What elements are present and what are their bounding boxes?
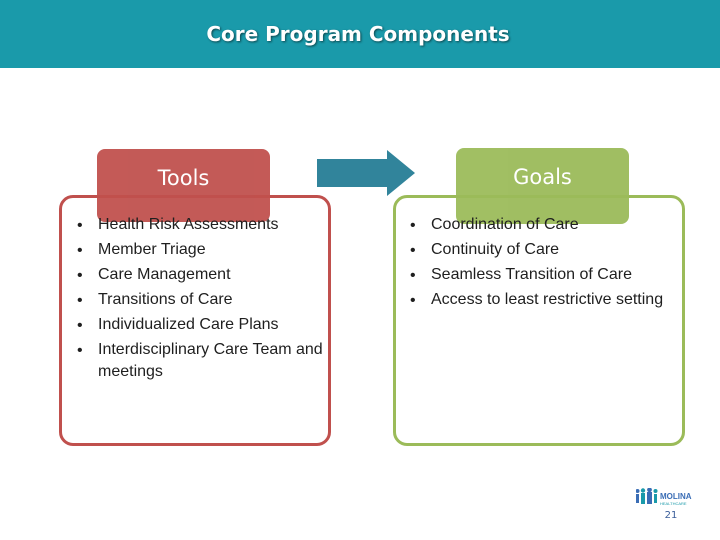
molina-logo: MOLINA HEALTHCARE	[636, 488, 692, 506]
list-item: •Health Risk Assessments	[77, 213, 327, 238]
list-item: •Continuity of Care	[410, 238, 680, 263]
list-item: •Transitions of Care	[77, 288, 327, 313]
tools-list: •Health Risk Assessments •Member Triage …	[77, 213, 327, 385]
bullet-icon: •	[77, 267, 83, 284]
tools-box	[59, 195, 331, 446]
list-item: •Member Triage	[77, 238, 327, 263]
bullet-icon: •	[410, 217, 416, 234]
svg-text:MOLINA: MOLINA	[660, 492, 692, 501]
bullet-icon: •	[410, 267, 416, 284]
tools-tab: Tools	[97, 149, 270, 222]
svg-text:HEALTHCARE: HEALTHCARE	[660, 501, 687, 506]
list-item: •Individualized Care Plans	[77, 313, 327, 338]
page-title: Core Program Components	[206, 22, 510, 46]
header-bar	[0, 0, 720, 68]
bullet-icon: •	[77, 217, 83, 234]
bullet-icon: •	[410, 292, 416, 309]
goals-label: Goals	[513, 165, 572, 189]
list-item: •Interdisciplinary Care Team and meeting…	[77, 338, 327, 385]
tools-label: Tools	[157, 166, 210, 190]
bullet-icon: •	[77, 342, 83, 359]
bullet-icon: •	[77, 317, 83, 334]
bullet-icon: •	[410, 242, 416, 259]
list-item: •Access to least restrictive setting	[410, 288, 680, 313]
list-item: •Care Management	[77, 263, 327, 288]
bullet-icon: •	[77, 242, 83, 259]
goals-tab: Goals	[456, 148, 629, 224]
goals-box	[393, 195, 685, 446]
goals-list: •Coordination of Care •Continuity of Car…	[410, 213, 680, 313]
list-item: •Coordination of Care	[410, 213, 680, 238]
list-item: •Seamless Transition of Care	[410, 263, 680, 288]
page-number: 21	[664, 510, 678, 521]
right-arrow-icon	[317, 150, 415, 196]
bullet-icon: •	[77, 292, 83, 309]
